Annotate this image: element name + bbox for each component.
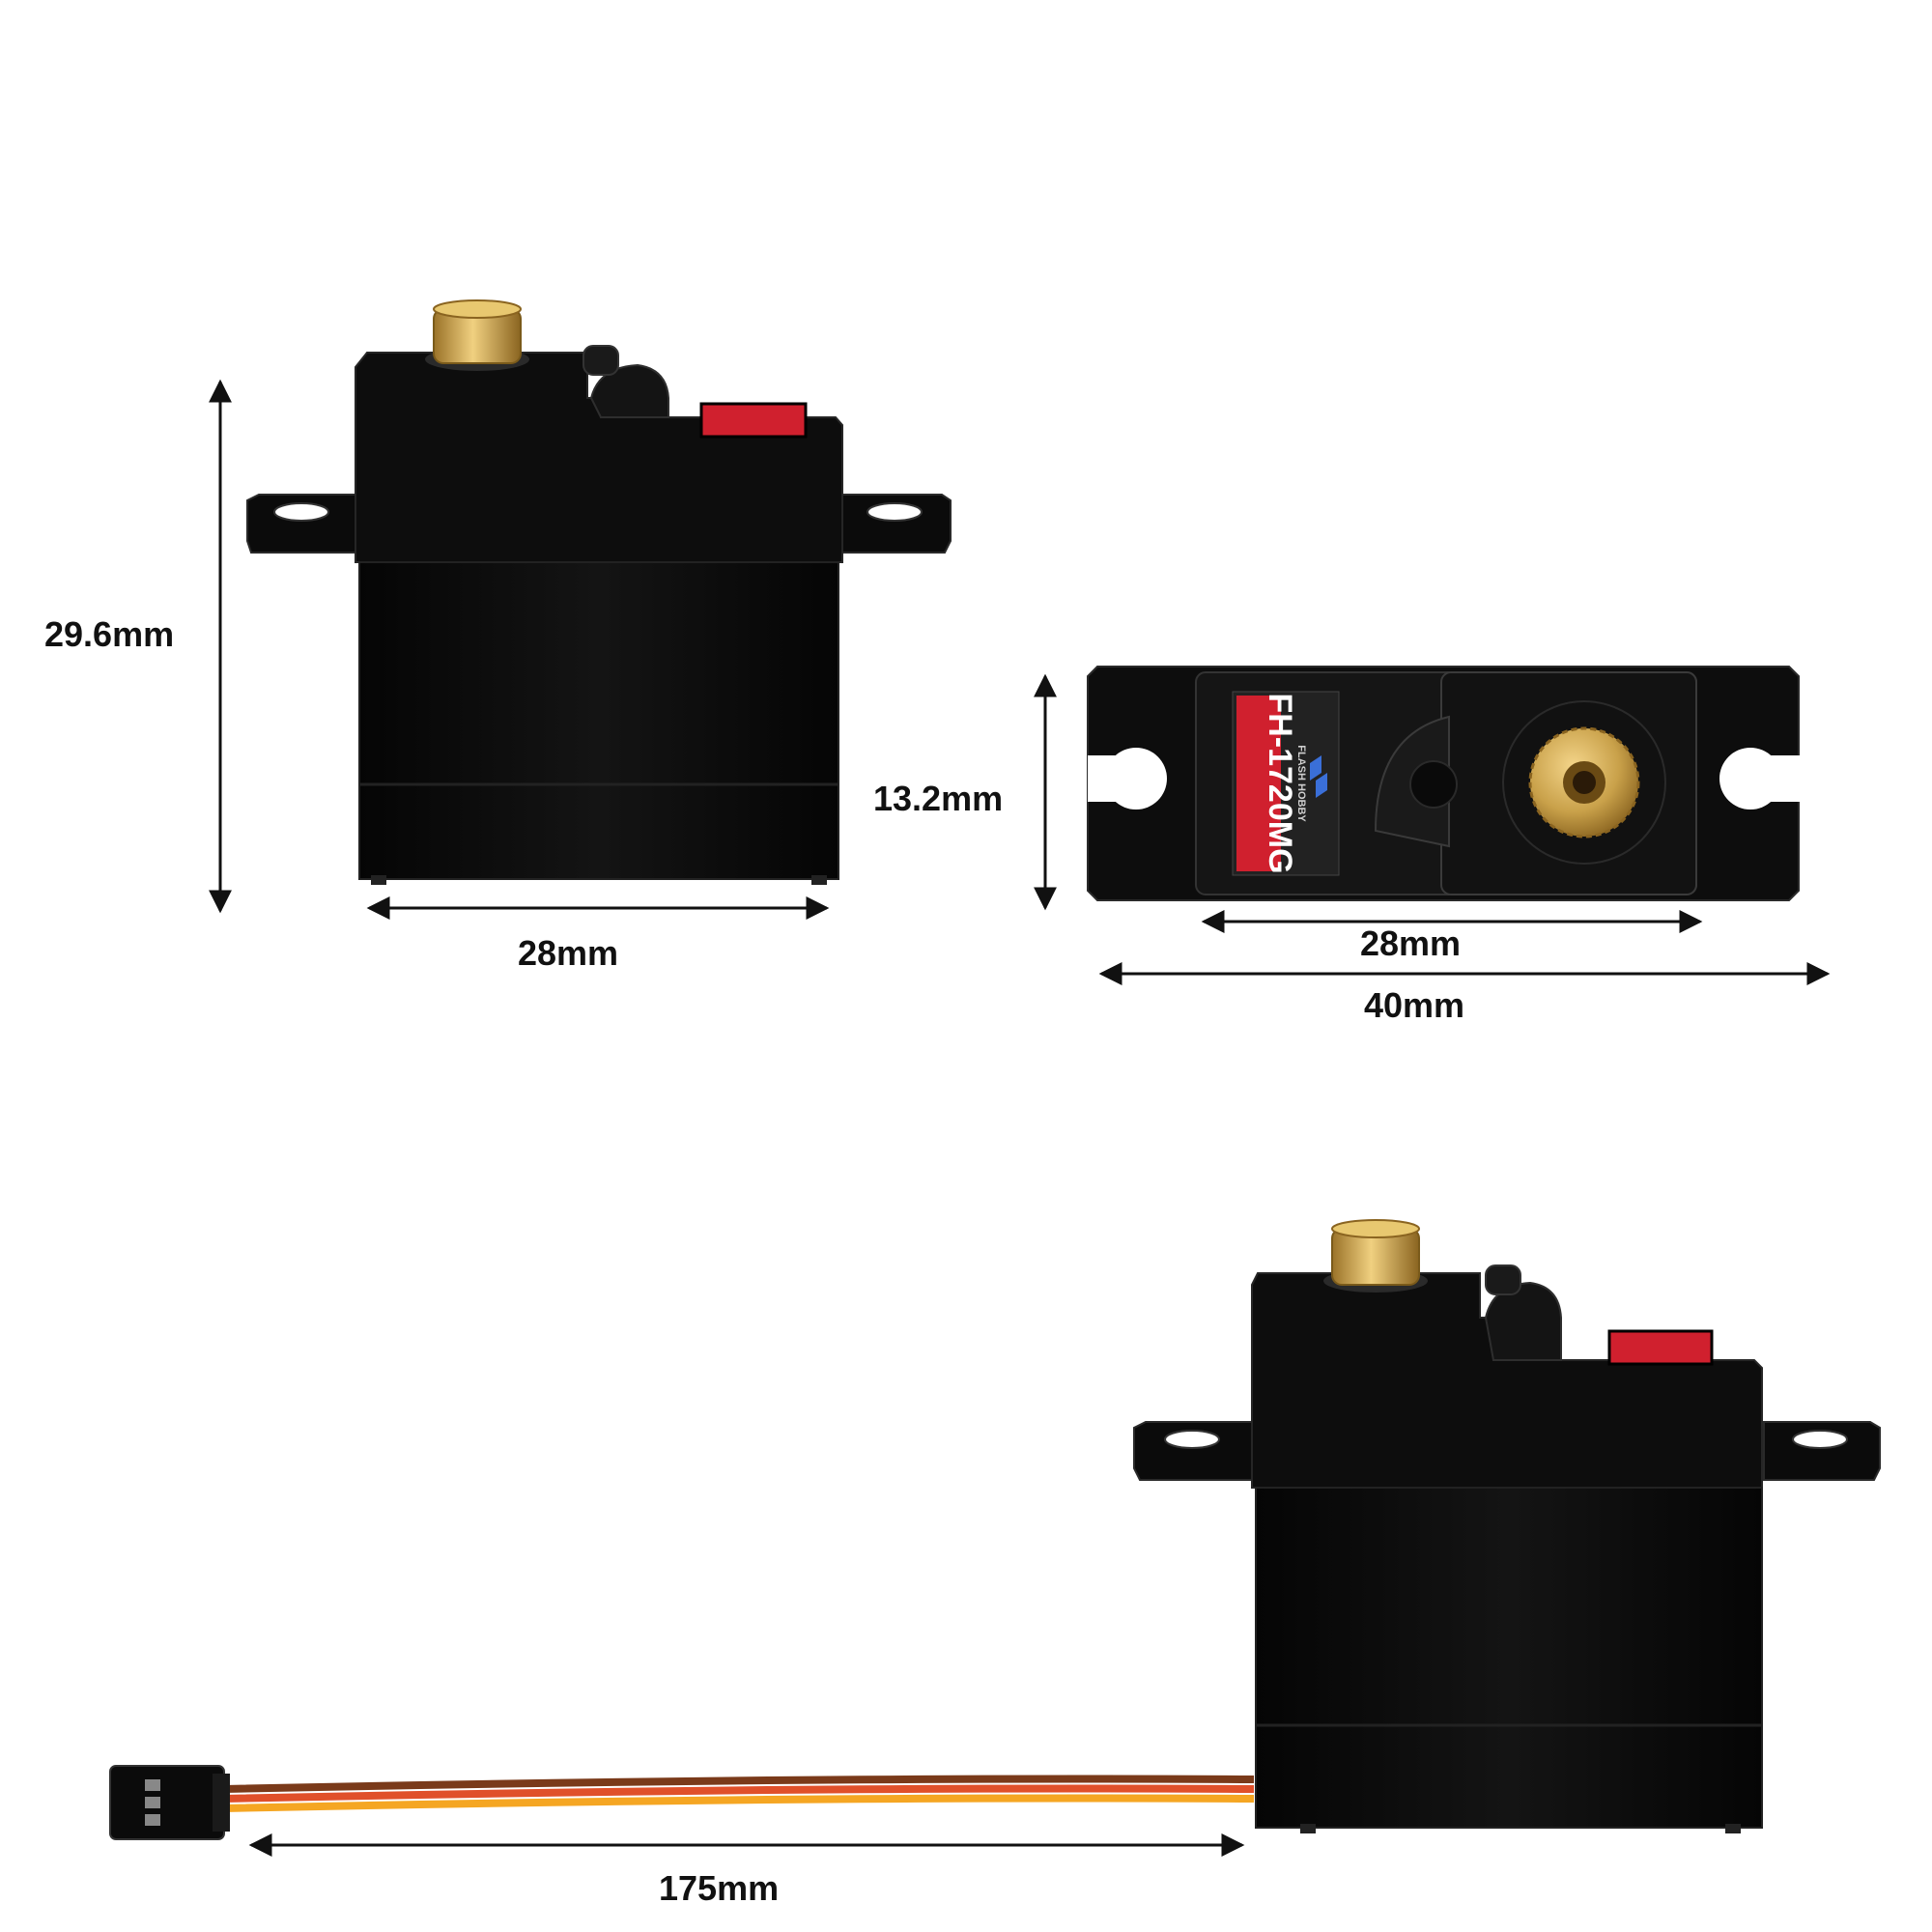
servo-with-cable [109, 1219, 1881, 1840]
servo-side-view [246, 299, 952, 885]
bottom-servo-main-body [1255, 1487, 1763, 1829]
dimension-label-side-height: 29.6mm [44, 614, 175, 654]
servo-top-view: FH-1720MG FLASH HOBBY [1087, 666, 1801, 901]
servo-main-body [358, 561, 839, 880]
top-button [1409, 760, 1458, 809]
side-label-strip [699, 402, 808, 439]
brand-label-text: FLASH HOBBY [1295, 745, 1307, 822]
bottom-mounting-tab-right [1763, 1421, 1881, 1481]
side-button [582, 345, 619, 376]
gear-housing-bump [589, 363, 669, 418]
model-label-text: FH-1720MG [1262, 693, 1298, 873]
brand-logo-icon [1310, 755, 1327, 798]
servo-upper-case [355, 352, 843, 563]
bottom-label-strip [1607, 1329, 1714, 1366]
wire-brown [223, 1775, 1255, 1793]
cable-connector [109, 1765, 225, 1840]
mounting-hole-right [867, 502, 923, 522]
mounting-hole-left [273, 502, 329, 522]
dimension-label-top-total-width: 40mm [1364, 985, 1465, 1025]
dimension-label-top-body-width: 28mm [1360, 923, 1462, 963]
dimension-label-cable-length: 175mm [659, 1868, 780, 1908]
wire-orange [223, 1794, 1255, 1812]
wire-red [223, 1784, 1255, 1803]
dimension-label-side-width: 28mm [518, 933, 619, 973]
dimension-label-top-height: 13.2mm [873, 779, 1004, 818]
